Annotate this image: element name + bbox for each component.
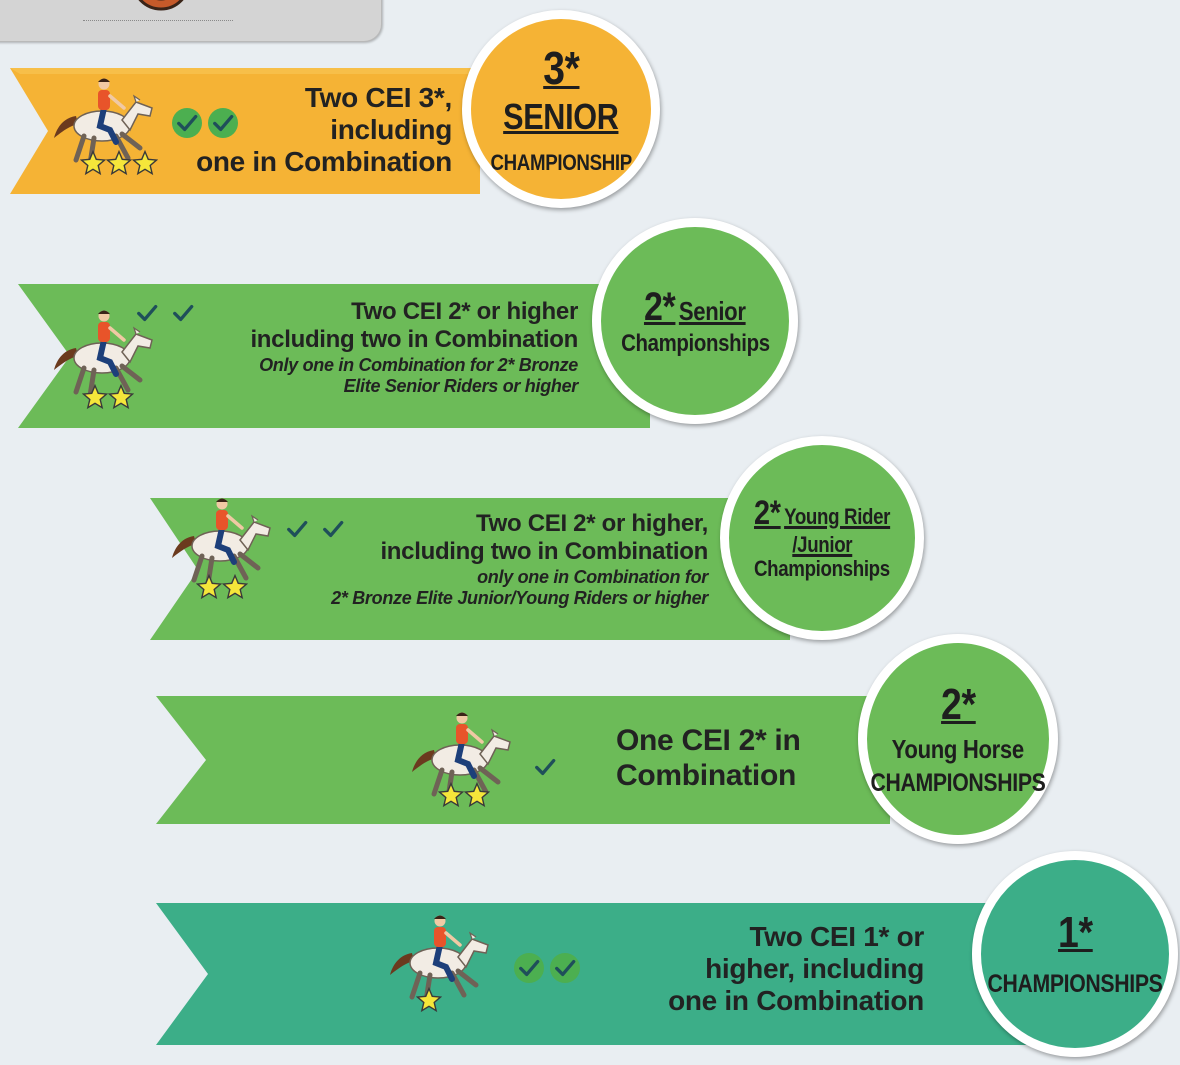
- star-icon: [416, 987, 442, 1013]
- banner-ribbon: [156, 696, 890, 824]
- requirement-line: Two CEI 2* or higher,: [476, 510, 708, 537]
- badge-subtitle: Championships: [754, 555, 890, 581]
- star-rating: [196, 574, 248, 600]
- banner-ribbon: [150, 498, 790, 640]
- check-row: [172, 108, 238, 138]
- star-rating: [80, 150, 158, 176]
- requirement-line: Two CEI 1* or: [749, 921, 925, 952]
- badge-title: Senior: [679, 295, 746, 326]
- tier-2star-young-rider: Two CEI 2* or higher, including two in C…: [140, 436, 930, 650]
- requirement-line: including two in Combination: [250, 325, 578, 353]
- star-icon: [108, 384, 134, 410]
- logo-card: [0, 0, 382, 42]
- check-icon: [168, 298, 198, 328]
- badge-star-level: 3*: [542, 41, 580, 94]
- tier-2star-young-horse: One CEI 2* in Combination 2* Young Horse…: [150, 634, 1060, 850]
- requirement-note: Only one in Combination for 2* Bronze: [259, 355, 578, 376]
- star-icon: [438, 782, 464, 808]
- requirement-line: Combination: [616, 758, 797, 792]
- requirement-note: only one in Combination for: [477, 567, 708, 588]
- badge-title: Young Rider: [784, 504, 891, 530]
- badge-subtitle: CHAMPIONSHIP: [490, 150, 632, 175]
- logo-caption: [83, 20, 233, 21]
- star-icon: [106, 150, 132, 176]
- badge-star-level: 1*: [1057, 908, 1093, 958]
- star-icon: [80, 150, 106, 176]
- badge-title-line2: /Junior: [792, 531, 852, 557]
- badge-heading: 2* Senior: [644, 285, 746, 329]
- requirement-text: Two CEI 1* or higher, including one in C…: [668, 921, 924, 1018]
- check-icon: [550, 953, 580, 983]
- requirement-line: one in Combination: [196, 146, 452, 178]
- badge-heading: 2* Young Rider: [753, 494, 891, 533]
- requirement-text: Two CEI 2* or higher including two in Co…: [250, 298, 578, 397]
- requirement-line: Two CEI 2* or higher: [351, 298, 578, 325]
- badge-title: SENIOR: [503, 96, 619, 138]
- star-rating: [438, 782, 490, 808]
- requirement-line: Two CEI 3*,: [304, 82, 452, 113]
- requirement-text: Two CEI 3*, including one in Combination: [196, 82, 452, 179]
- star-rating: [82, 384, 134, 410]
- championship-badge: 2* Young Horse CHAMPIONSHIPS: [858, 634, 1058, 844]
- badge-subtitle: Championships: [620, 329, 770, 357]
- requirement-line: one in Combination: [668, 985, 924, 1017]
- badge-star-level: 2*: [644, 284, 676, 329]
- badge-title: Young Horse: [891, 734, 1025, 765]
- badge-subtitle: CHAMPIONSHIPS: [870, 768, 1046, 797]
- badge-subtitle: CHAMPIONSHIPS: [987, 970, 1163, 999]
- championship-badge: 1* CHAMPIONSHIPS: [972, 851, 1178, 1057]
- check-icon: [282, 514, 312, 544]
- banner-ribbon: [18, 284, 650, 428]
- banner-ribbon: [156, 903, 1030, 1045]
- requirement-note: 2* Bronze Elite Junior/Young Riders or h…: [331, 587, 708, 608]
- badge-star-level: 2*: [753, 494, 781, 533]
- requirement-text: Two CEI 2* or higher, including two in C…: [331, 510, 708, 609]
- check-row: [514, 953, 580, 983]
- requirement-line: including two in Combination: [380, 537, 708, 565]
- check-icon: [172, 108, 202, 138]
- check-icon: [132, 298, 162, 328]
- tier-1star: Two CEI 1* or higher, including one in C…: [150, 851, 1180, 1065]
- check-row: [132, 298, 198, 328]
- requirement-line: One CEI 2* in: [616, 724, 801, 757]
- requirement-text: One CEI 2* in Combination: [616, 724, 801, 793]
- star-icon: [222, 574, 248, 600]
- check-icon: [208, 108, 238, 138]
- federation-logo-icon: [138, 0, 184, 11]
- star-icon: [132, 150, 158, 176]
- horse-rider-icon: [390, 915, 500, 1010]
- check-icon: [514, 953, 544, 983]
- championship-badge: 2* Senior Championships: [592, 218, 798, 424]
- requirement-line: including: [330, 114, 452, 146]
- requirement-note: Elite Senior Riders or higher: [343, 375, 579, 396]
- star-rating: [416, 987, 442, 1013]
- championship-badge: 2* Young Rider /Junior Championships: [720, 436, 924, 640]
- tier-3star-senior: Two CEI 3*, including one in Combination…: [0, 10, 660, 230]
- star-icon: [82, 384, 108, 410]
- championship-badge: 3* SENIOR CHAMPIONSHIP: [462, 10, 660, 208]
- star-icon: [464, 782, 490, 808]
- tier-2star-senior: Two CEI 2* or higher including two in Co…: [0, 218, 800, 440]
- star-icon: [196, 574, 222, 600]
- check-icon: [530, 752, 560, 782]
- badge-star-level: 2*: [940, 679, 976, 729]
- check-row: [530, 752, 560, 782]
- requirement-line: higher, including: [705, 953, 924, 985]
